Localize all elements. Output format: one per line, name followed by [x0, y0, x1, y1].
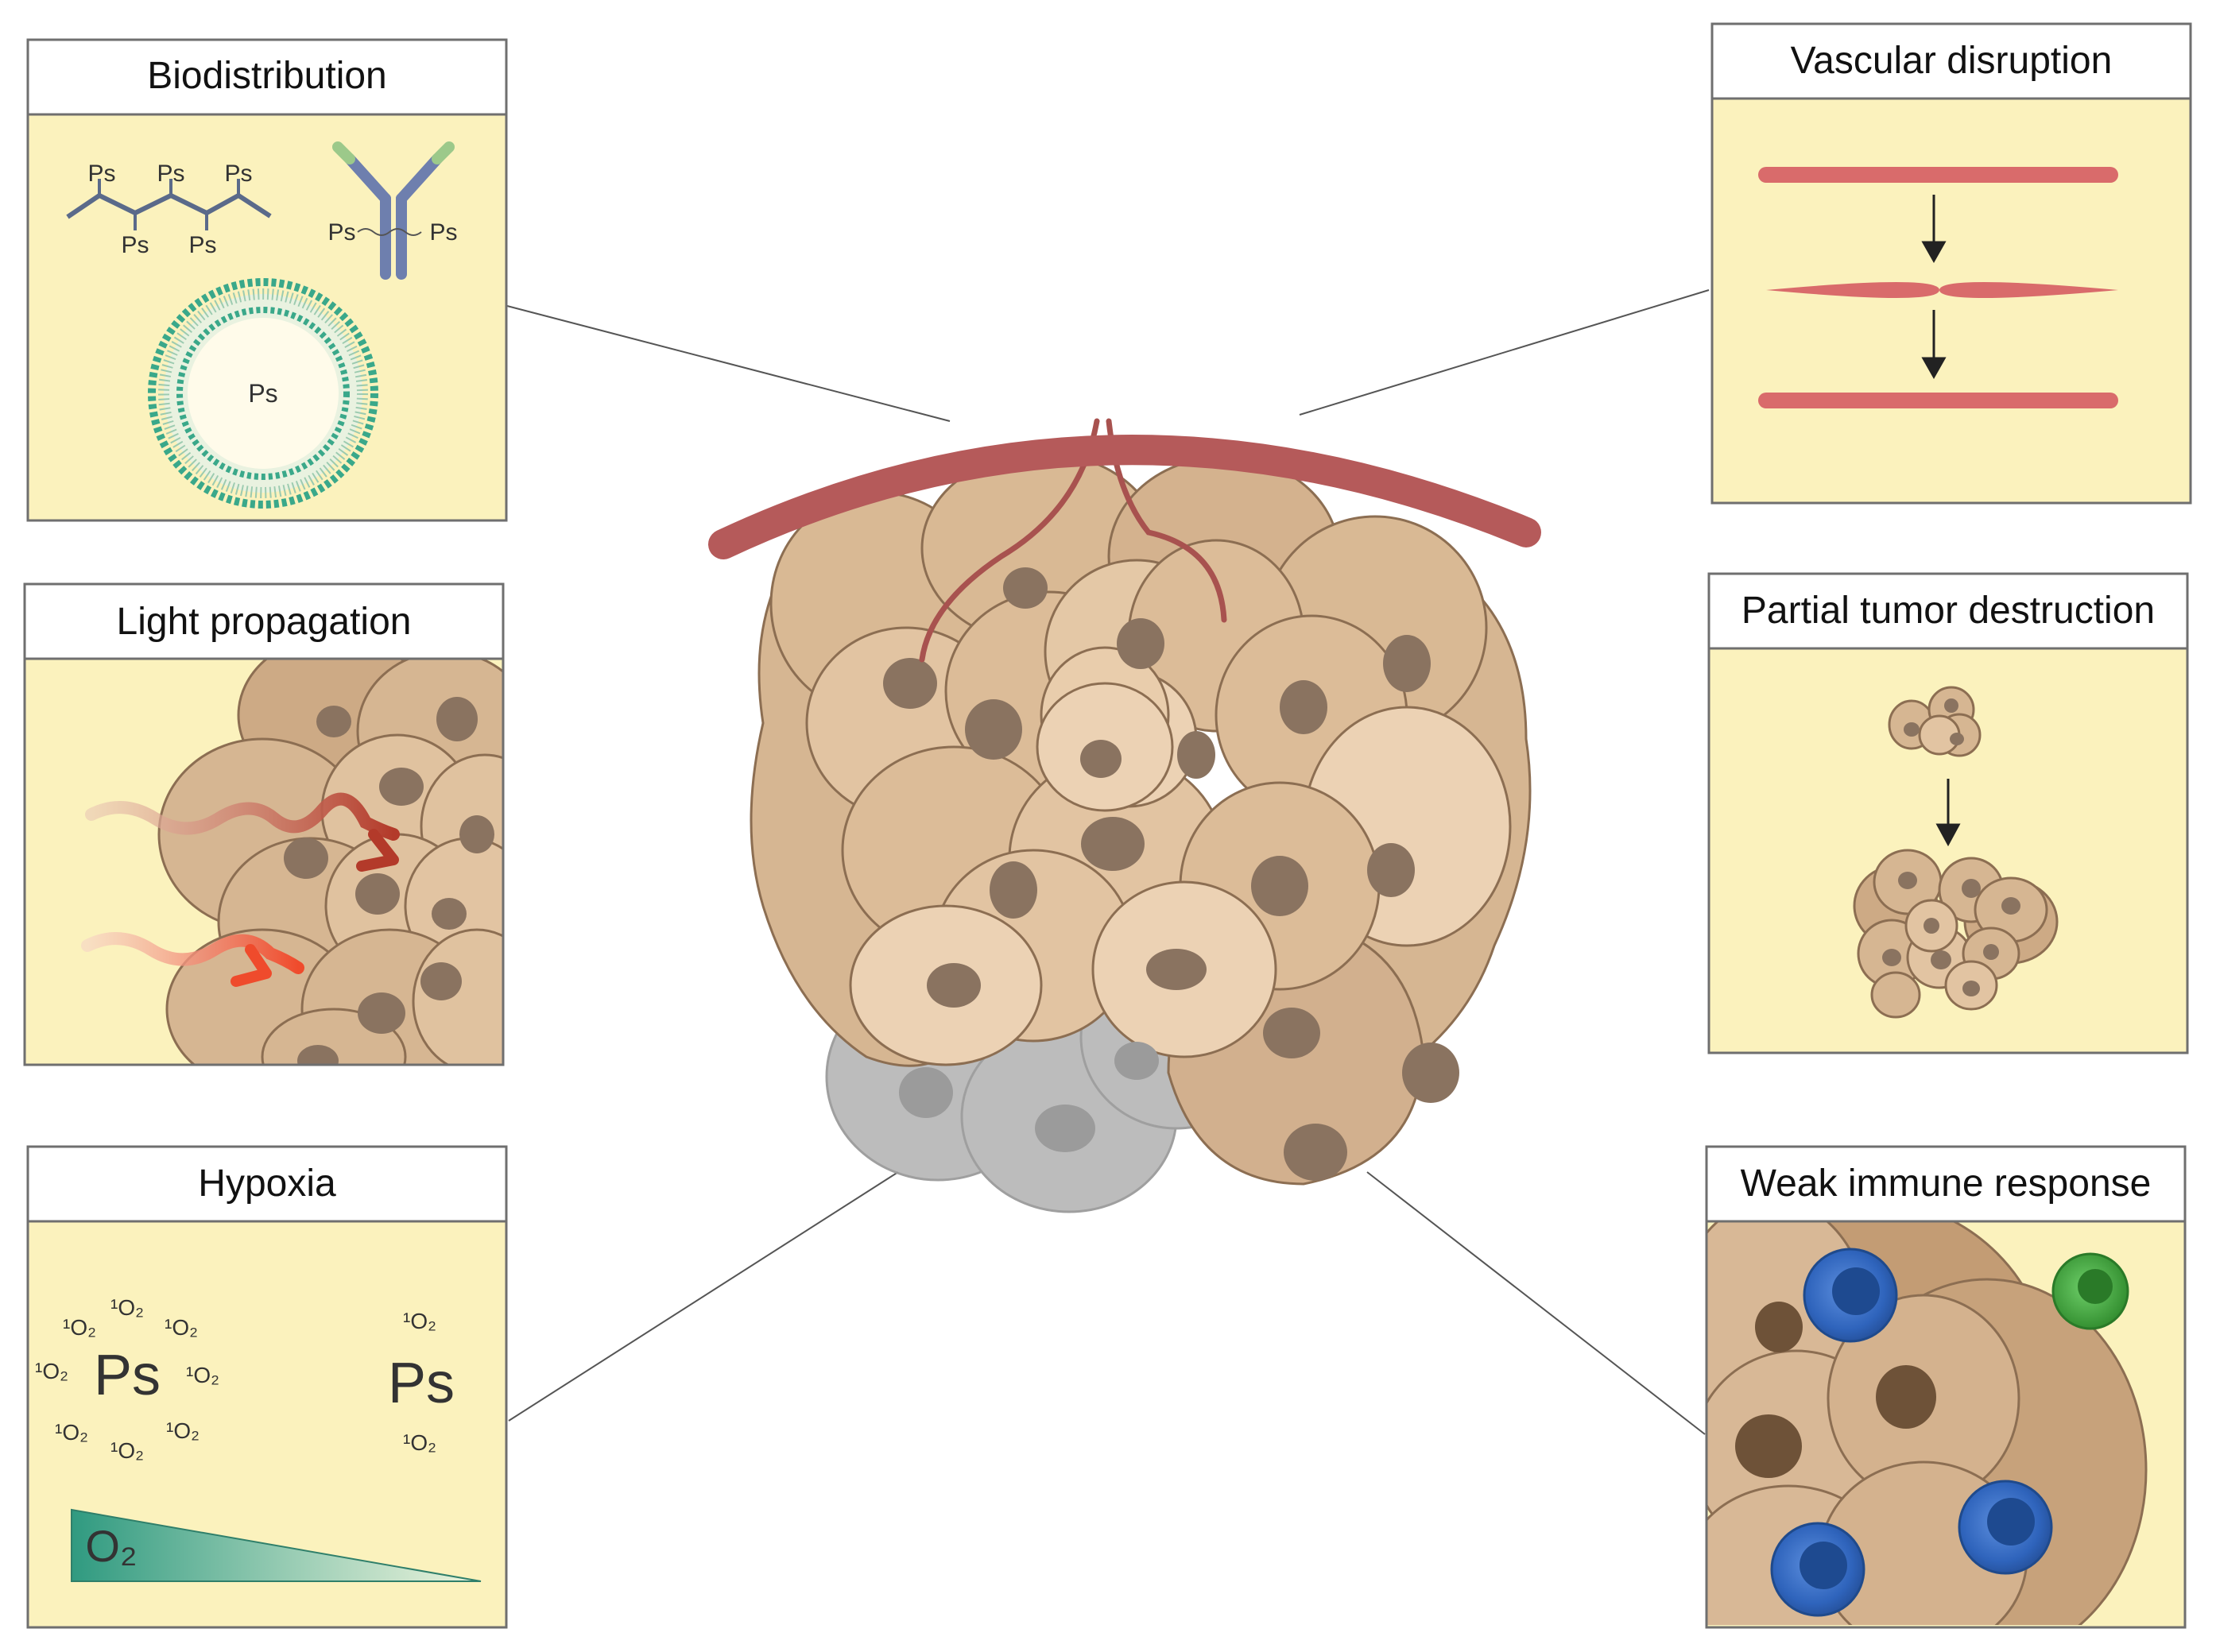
singlet-oxygen-label: ¹O₂: [110, 1438, 144, 1463]
connector-lines: [506, 289, 1710, 1435]
panel-title: Light propagation: [117, 601, 412, 643]
panel-title-bar: [1705, 1145, 2187, 1223]
ps-label: Ps: [157, 161, 184, 187]
down-arrow-icon: [1921, 195, 1947, 380]
panel-vascular-disruption: Vascular disruption: [1710, 22, 2192, 505]
ps-label: Ps: [429, 219, 457, 246]
panel-title: Vascular disruption: [1791, 40, 2113, 82]
singlet-oxygen-label: ¹O₂: [166, 1418, 200, 1443]
panel-title-bar: [1710, 22, 2192, 100]
singlet-oxygen-label: ¹O₂: [186, 1363, 219, 1387]
singlet-oxygen-high: Ps ¹O₂ ¹O₂ ¹O₂ ¹O₂ ¹O₂ ¹O₂ ¹O₂ ¹O₂: [35, 1295, 219, 1463]
antibody-conjugate-icon: Ps Ps: [327, 141, 458, 280]
singlet-oxygen-label: ¹O₂: [403, 1430, 436, 1455]
ps-label: Ps: [388, 1352, 455, 1415]
singlet-oxygen-label: ¹O₂: [63, 1315, 96, 1340]
central-tumor-illustration: [708, 418, 1541, 1213]
panel-title: Hypoxia: [198, 1163, 336, 1205]
panel-title: Biodistribution: [147, 55, 387, 97]
panel-hypoxia: Hypoxia Ps ¹O₂ ¹O₂ ¹O₂ ¹O₂ ¹O₂ ¹O₂ ¹O₂ ¹…: [26, 1145, 508, 1629]
oxygen-gradient-wedge: O₂: [71, 1508, 482, 1582]
panel-biodistribution: Biodistribution Ps Ps Ps Ps Ps: [26, 38, 508, 522]
panel-title-bar: [26, 38, 508, 116]
vessel-constricted: [1766, 282, 2118, 298]
ps-label: Ps: [224, 161, 252, 187]
panel-weak-immune-response: Weak immune response: [1705, 1145, 2187, 1629]
small-tumor-cluster: [1888, 686, 1982, 757]
panel-title-bar: [1707, 572, 2189, 650]
ps-label: Ps: [188, 232, 216, 258]
liposome-icon: Ps: [148, 278, 378, 509]
ps-label: Ps: [121, 232, 149, 258]
panel-title: Partial tumor destruction: [1741, 590, 2155, 632]
panel-title-bar: [26, 1145, 508, 1223]
singlet-oxygen-label: ¹O₂: [403, 1309, 436, 1333]
tissue-cells: [157, 660, 503, 1065]
singlet-oxygen-low: Ps ¹O₂ ¹O₂: [388, 1309, 455, 1455]
ps-label: Ps: [248, 379, 277, 408]
singlet-oxygen-label: ¹O₂: [165, 1315, 198, 1340]
t-cell-icon: [1770, 1248, 2129, 1617]
ps-label: Ps: [87, 161, 115, 187]
down-arrow-icon: [1935, 779, 1961, 847]
singlet-oxygen-label: ¹O₂: [35, 1359, 68, 1383]
necrotic-nuclei: [899, 1042, 1159, 1152]
tumor-nuclei: [883, 567, 1459, 1181]
panel-light-propagation: Light propagation: [23, 582, 505, 1066]
singlet-oxygen-label: ¹O₂: [110, 1295, 144, 1320]
ps-label: Ps: [327, 219, 355, 246]
panel-title: Weak immune response: [1741, 1163, 2152, 1205]
polymer-conjugate-icon: Ps Ps Ps Ps Ps: [66, 161, 272, 258]
ps-label: Ps: [94, 1344, 161, 1407]
singlet-oxygen-label: ¹O₂: [55, 1420, 88, 1445]
large-tumor-cluster: [1853, 849, 2059, 1019]
o2-label: O₂: [85, 1521, 137, 1571]
light-wave-arrow-icon: [81, 792, 400, 987]
main-blood-vessel: [708, 435, 1541, 559]
panel-partial-tumor-destruction: Partial tumor destruction: [1707, 572, 2189, 1054]
